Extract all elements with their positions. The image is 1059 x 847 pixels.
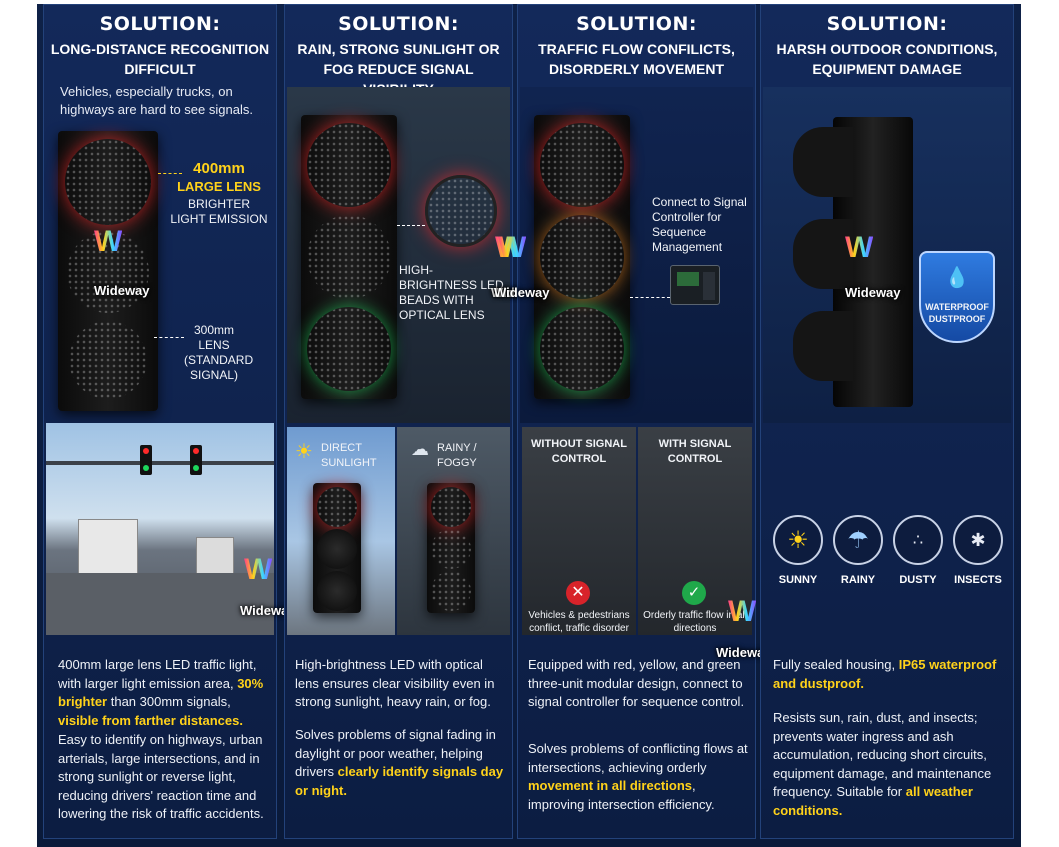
callout-line <box>397 225 425 226</box>
wideway-logo-icon: W <box>94 225 123 258</box>
callout-brighter: BRIGHTER LIGHT EMISSION <box>170 197 268 226</box>
column-title: SOLUTION: <box>338 13 459 35</box>
callout-large-lens: LARGE LENS <box>177 179 261 194</box>
column-visibility: SOLUTION: RAIN, STRONG SUNLIGHT OR FOG R… <box>284 4 547 839</box>
icon-label-sunny: SUNNY <box>778 574 818 586</box>
caption-with: Orderly traffic flow in all directions <box>643 610 747 634</box>
column-intro: Vehicles, especially trucks, on highways… <box>60 84 253 117</box>
controller-callout: Connect to Signal Controller for Sequenc… <box>652 195 747 254</box>
off-lamp <box>307 215 391 299</box>
tag-rainy-foggy: RAINY / FOGGY <box>437 442 477 469</box>
column-harsh-conditions: SOLUTION: HARSH OUTDOOR CONDITIONS, EQUI… <box>760 4 1014 839</box>
with-control-photo: WITH SIGNAL CONTROL ✓ Orderly traffic fl… <box>638 427 752 635</box>
off-lamp-middle <box>67 231 149 313</box>
gantry-signal-left <box>140 445 152 475</box>
insects-icon: ✱ <box>953 515 1003 565</box>
wideway-logo-icon: W <box>498 231 527 264</box>
icon-label-dusty: DUSTY <box>899 574 937 586</box>
controller-scene: Connect to Signal Controller for Sequenc… <box>520 87 753 423</box>
sunlight-scene: ☀ DIRECT SUNLIGHT <box>287 427 395 635</box>
gantry-signal-right <box>190 445 202 475</box>
watermark: Wideway <box>240 603 296 618</box>
column-title: SOLUTION: <box>576 13 697 35</box>
shield-label: WATERPROOF DUSTPROOF <box>925 302 989 324</box>
column-traffic-flow: SOLUTION: TRAFFIC FLOW CONFILICTS, DISOR… <box>494 4 772 839</box>
icon-label-insects: INSECTS <box>954 574 1002 586</box>
amber-lamp <box>431 529 471 569</box>
column-paragraph-1: High-brightness LED with optical lens en… <box>295 657 495 709</box>
column-title: SOLUTION: <box>826 13 948 35</box>
red-lamp <box>307 123 391 207</box>
watermark: Wideway <box>494 285 550 300</box>
road-surface <box>46 573 274 635</box>
callout-300mm: 300mm LENS (STANDARD SIGNAL) <box>184 323 254 382</box>
watermark: Wideway <box>845 285 901 300</box>
wideway-logo-icon: W <box>728 595 757 628</box>
traffic-light-three-unit <box>534 115 630 399</box>
visor-bottom <box>793 311 853 381</box>
column-paragraph-2: Resists sun, rain, dust, and insects; pr… <box>773 710 992 818</box>
column-paragraph-1: Fully sealed housing, IP65 waterproof an… <box>773 657 997 691</box>
sun-icon: ☀ <box>295 441 313 463</box>
tag-direct-sunlight: DIRECT SUNLIGHT <box>321 442 377 469</box>
traffic-light-400-300 <box>58 131 158 411</box>
water-drop-icon: 💧 <box>944 267 970 289</box>
callout-line <box>630 297 670 298</box>
red-lamp <box>540 123 624 207</box>
off-lamp <box>317 529 357 569</box>
watermark: Wideway <box>94 283 150 298</box>
caption-without: Vehicles & pedestrians conflict, traffic… <box>528 610 630 634</box>
callout-line-400 <box>158 173 182 174</box>
without-control-photo: WITHOUT SIGNAL CONTROL ✕ Vehicles & pede… <box>522 427 636 635</box>
housing-scene: 💧 WATERPROOF DUSTPROOF <box>763 87 1011 423</box>
led-callout: HIGH-BRIGHTNESS LED BEADS WITH OPTICAL L… <box>399 263 504 322</box>
column-subtitle: HARSH OUTDOOR CONDITIONS, EQUIPMENT DAMA… <box>776 41 998 77</box>
rain-scene: HIGH-BRIGHTNESS LED BEADS WITH OPTICAL L… <box>287 87 510 423</box>
cross-icon: ✕ <box>566 581 590 605</box>
watermark: Wideway <box>716 645 772 660</box>
highway-photo <box>46 423 274 635</box>
column-long-distance: SOLUTION: LONG-DISTANCE RECOGNITION DIFF… <box>43 4 296 839</box>
red-lamp-400mm <box>65 139 151 225</box>
column-title: SOLUTION: <box>99 13 221 35</box>
sunny-icon: ☀ <box>773 515 823 565</box>
rainy-icon: ☂ <box>833 515 883 565</box>
rain-cloud-icon: ☁ <box>411 439 429 459</box>
column-paragraph-2: Solves problems of signal fading in dayl… <box>295 727 504 798</box>
green-lamp <box>431 571 471 611</box>
icon-label-rainy: RAINY <box>840 574 876 586</box>
green-lamp <box>540 307 624 391</box>
callout-line-300 <box>154 337 184 338</box>
wideway-logo-icon: W <box>845 231 874 264</box>
wideway-logo-icon: W <box>244 553 273 586</box>
red-lamp <box>431 487 471 527</box>
tag-without-control: WITHOUT SIGNAL CONTROL <box>531 438 627 465</box>
visor-middle <box>793 219 853 289</box>
column-paragraph-1: 400mm large lens LED traffic light, with… <box>58 657 264 728</box>
green-lamp <box>307 307 391 391</box>
traffic-light-sun <box>313 483 361 613</box>
off-lamp-300mm <box>69 321 147 399</box>
rainy-scene: ☁ RAINY / FOGGY <box>397 427 510 635</box>
dusty-icon: ∴ <box>893 515 943 565</box>
traffic-light-rain <box>301 115 397 399</box>
column-paragraph-1: Equipped with red, yellow, and green thr… <box>528 657 745 709</box>
check-icon: ✓ <box>682 581 706 605</box>
column-subtitle: LONG-DISTANCE RECOGNITION DIFFICULT <box>50 41 270 77</box>
led-bead-zoom <box>425 175 497 247</box>
waterproof-shield: 💧 WATERPROOF DUSTPROOF <box>919 251 995 343</box>
red-lamp <box>317 487 357 527</box>
amber-lamp <box>540 215 624 299</box>
column-subtitle: TRAFFIC FLOW CONFILICTS, DISORDERLY MOVE… <box>538 41 735 77</box>
gantry-beam <box>46 461 274 465</box>
column-paragraph-2: Solves problems of conflicting flows at … <box>528 741 748 812</box>
column-paragraph-2: Easy to identify on highways, urban arte… <box>58 732 264 821</box>
traffic-light-fog <box>427 483 475 613</box>
off-lamp <box>317 571 357 611</box>
visor-top <box>793 127 853 197</box>
tag-with-control: WITH SIGNAL CONTROL <box>658 438 732 465</box>
callout-400mm: 400mm <box>193 160 245 177</box>
signal-controller <box>670 265 720 305</box>
